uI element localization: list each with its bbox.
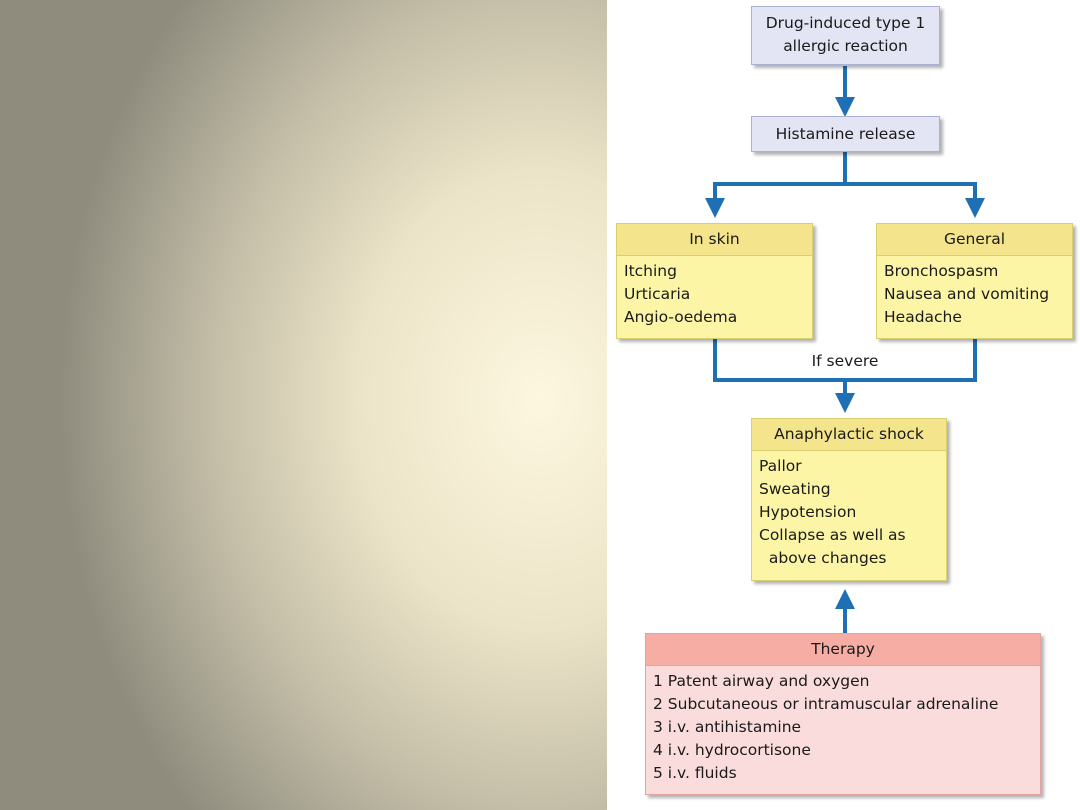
list-item: 5 i.v. fluids	[653, 764, 737, 782]
list-item: Bronchospasm	[884, 262, 999, 280]
node-therapy-title: Therapy	[646, 634, 1040, 666]
node-histamine-text: Histamine release	[775, 125, 916, 143]
edge-label-if-severe: If severe	[803, 352, 887, 370]
list-item: 4 i.v. hydrocortisone	[653, 741, 811, 759]
node-general: General Bronchospasm Nausea and vomiting…	[876, 223, 1073, 339]
node-in-skin: In skin Itching Urticaria Angio-oedema	[616, 223, 813, 339]
node-general-title: General	[877, 224, 1072, 256]
list-item: 3 i.v. antihistamine	[653, 718, 802, 736]
node-histamine-release: Histamine release	[751, 116, 940, 152]
list-item: Angio-oedema	[624, 308, 738, 326]
list-item: Nausea and vomiting	[884, 285, 1050, 303]
background-gradient-panel	[0, 0, 607, 810]
node-therapy: Therapy 1 Patent airway and oxygen 2 Sub…	[645, 633, 1041, 795]
list-item: Pallor	[759, 457, 802, 475]
list-item: Sweating	[759, 480, 831, 498]
list-item: Headache	[884, 308, 962, 326]
connector-histamine-to-general	[845, 182, 985, 218]
list-item: above changes	[759, 549, 887, 567]
connector-histamine-split	[705, 152, 847, 218]
list-item: Hypotension	[759, 503, 857, 521]
node-drug-induced-reaction: Drug-induced type 1 allergic reaction	[751, 6, 940, 65]
list-item: 1 Patent airway and oxygen	[653, 672, 870, 690]
node-shock-title: Anaphylactic shock	[752, 419, 946, 451]
list-item: Collapse as well as	[759, 526, 906, 544]
node-drug-induced-line-2: allergic reaction	[783, 37, 908, 55]
list-item: Itching	[624, 262, 677, 280]
node-anaphylactic-shock: Anaphylactic shock Pallor Sweating Hypot…	[751, 418, 947, 581]
node-drug-induced-line-1: Drug-induced type 1	[765, 14, 926, 32]
list-item: 2 Subcutaneous or intramuscular adrenali…	[653, 695, 999, 713]
node-in-skin-title: In skin	[617, 224, 812, 256]
list-item: Urticaria	[624, 285, 691, 303]
